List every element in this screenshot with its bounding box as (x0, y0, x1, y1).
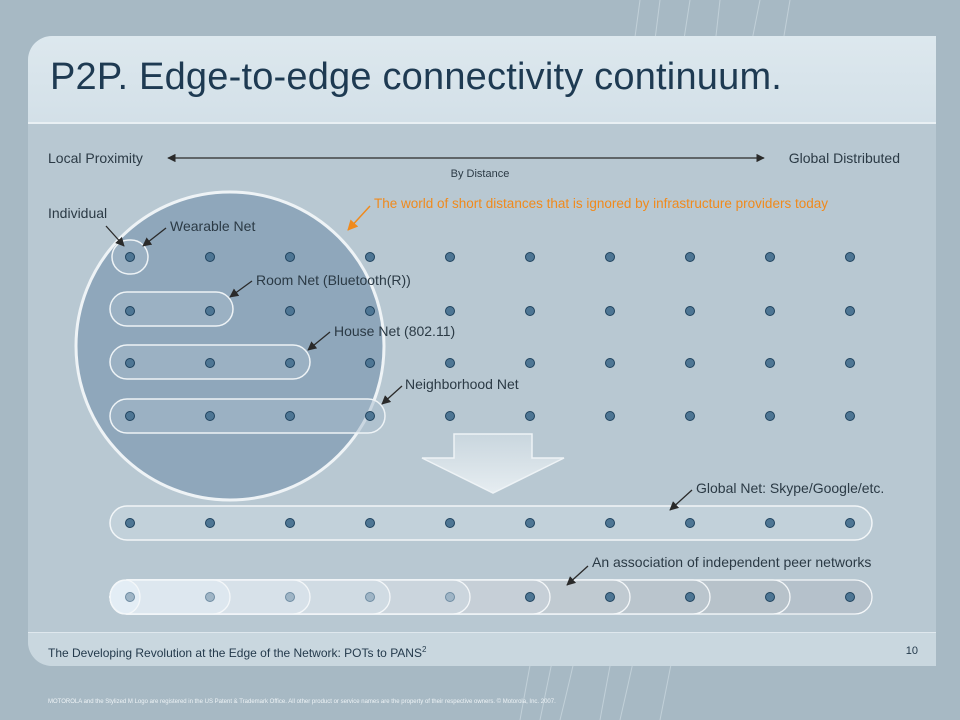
room-net-label: Room Net (Bluetooth(R)) (256, 272, 411, 288)
network-node (765, 306, 775, 316)
network-node (285, 358, 295, 368)
network-node (525, 306, 535, 316)
house-pointer (307, 331, 331, 351)
global-net-label: Global Net: Skype/Google/etc. (696, 480, 884, 496)
wearable-pointer (142, 227, 167, 247)
association-node (365, 592, 375, 602)
association-pill-row (109, 579, 873, 615)
network-node (605, 306, 615, 316)
network-node (205, 306, 215, 316)
network-node (285, 411, 295, 421)
global-node-row (125, 518, 855, 528)
global-node (445, 518, 455, 528)
association-pointer (566, 565, 589, 586)
network-node (205, 411, 215, 421)
network-node (365, 411, 375, 421)
association-node (205, 592, 215, 602)
global-node (365, 518, 375, 528)
network-node (285, 252, 295, 262)
network-node (125, 411, 135, 421)
neighborhood-pointer (381, 385, 403, 405)
network-node (445, 411, 455, 421)
network-node (525, 411, 535, 421)
network-node (765, 358, 775, 368)
global-node (285, 518, 295, 528)
global-node (845, 518, 855, 528)
network-node (205, 252, 215, 262)
short-distance-pointer (347, 205, 371, 231)
global-node (765, 518, 775, 528)
network-node (605, 411, 615, 421)
association-node-row (125, 592, 855, 602)
footer-caption-text: The Developing Revolution at the Edge of… (48, 646, 422, 660)
network-node (365, 252, 375, 262)
network-node (685, 358, 695, 368)
association-node (125, 592, 135, 602)
footer-band: The Developing Revolution at the Edge of… (28, 632, 936, 666)
network-node (765, 411, 775, 421)
individual-pointer (105, 225, 125, 247)
network-node (525, 358, 535, 368)
room-pointer (229, 280, 253, 298)
network-node (365, 358, 375, 368)
network-node (445, 358, 455, 368)
individual-label: Individual (48, 205, 107, 221)
association-node (845, 592, 855, 602)
axis-left-label: Local Proximity (48, 150, 143, 166)
title-band: P2P. Edge-to-edge connectivity continuum… (28, 36, 936, 124)
association-node (285, 592, 295, 602)
node-grid (125, 252, 855, 421)
network-node (525, 252, 535, 262)
network-node (365, 306, 375, 316)
slide-title: P2P. Edge-to-edge connectivity continuum… (50, 56, 783, 98)
network-node (445, 252, 455, 262)
legal-notice: MOTOROLA and the Stylized M Logo are reg… (48, 699, 556, 705)
house-net-label: House Net (802.11) (334, 323, 455, 339)
association-node (605, 592, 615, 602)
network-node (125, 358, 135, 368)
short-distance-note: The world of short distances that is ign… (374, 196, 828, 211)
network-node (285, 306, 295, 316)
global-node (525, 518, 535, 528)
transition-down-arrow (421, 433, 565, 494)
network-node (125, 306, 135, 316)
global-node (125, 518, 135, 528)
axis-center-label: By Distance (451, 168, 510, 180)
network-node (125, 252, 135, 262)
network-node (685, 252, 695, 262)
global-node (205, 518, 215, 528)
wearable-net-label: Wearable Net (170, 218, 255, 234)
network-node (605, 358, 615, 368)
page-number: 10 (905, 645, 918, 657)
association-node (685, 592, 695, 602)
room-net-pill (109, 291, 234, 327)
network-node (845, 411, 855, 421)
neighborhood-net-pill (109, 398, 386, 434)
network-node (685, 411, 695, 421)
association-node (765, 592, 775, 602)
network-node (445, 306, 455, 316)
neighborhood-net-label: Neighborhood Net (405, 376, 519, 392)
network-node (605, 252, 615, 262)
network-node (205, 358, 215, 368)
association-label: An association of independent peer netwo… (592, 554, 871, 570)
footer-superscript: 2 (421, 645, 427, 654)
global-net-pill (109, 505, 873, 541)
global-node (685, 518, 695, 528)
association-node (525, 592, 535, 602)
association-node (445, 592, 455, 602)
axis-right-label: Global Distributed (789, 150, 900, 166)
global-pointer (669, 489, 693, 511)
footer-caption: The Developing Revolution at the Edge of… (48, 645, 426, 660)
network-node (685, 306, 695, 316)
network-node (845, 306, 855, 316)
global-node (605, 518, 615, 528)
network-node (765, 252, 775, 262)
network-node (845, 358, 855, 368)
network-node (845, 252, 855, 262)
